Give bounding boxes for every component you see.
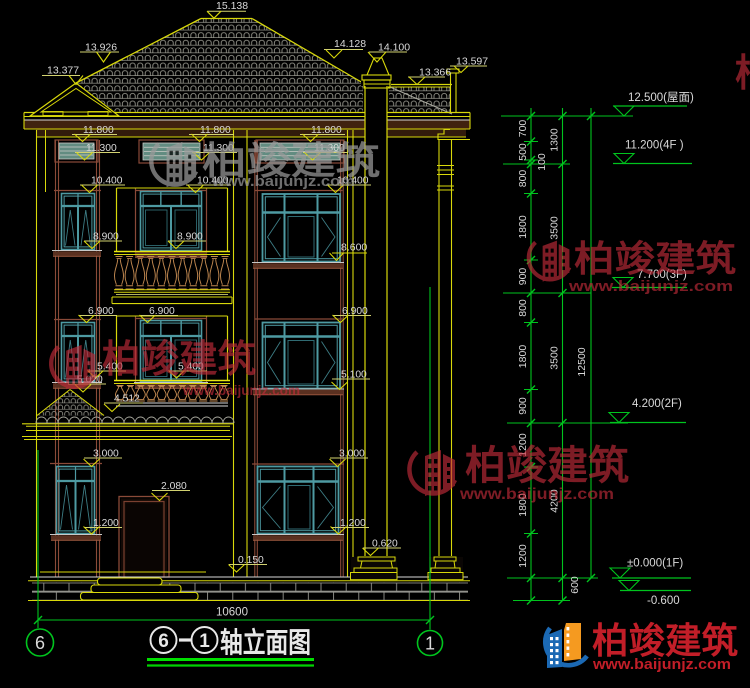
svg-text:11.800: 11.800 xyxy=(83,125,114,136)
svg-text:10600: 10600 xyxy=(216,607,248,619)
svg-text:4.512: 4.512 xyxy=(114,394,140,405)
svg-text:±0.000(1F): ±0.000(1F) xyxy=(627,558,683,570)
svg-text:500: 500 xyxy=(517,143,529,161)
svg-text:13.366: 13.366 xyxy=(419,67,451,79)
svg-text:900: 900 xyxy=(517,268,529,286)
svg-text:8.600: 8.600 xyxy=(341,242,367,254)
svg-text:0.150: 0.150 xyxy=(238,555,264,566)
svg-text:14.128: 14.128 xyxy=(334,38,366,50)
svg-text:3500: 3500 xyxy=(549,346,561,370)
svg-text:1200: 1200 xyxy=(517,433,529,457)
svg-text:柏竣建筑: 柏竣建筑 xyxy=(465,444,629,488)
svg-text:6.900: 6.900 xyxy=(149,306,175,317)
svg-text:1: 1 xyxy=(199,631,210,652)
svg-text:www.baijunjz.com: www.baijunjz.com xyxy=(459,486,614,503)
svg-text:12.500(屋面): 12.500(屋面) xyxy=(628,91,694,104)
svg-text:5.400: 5.400 xyxy=(97,362,123,373)
svg-text:7.700(3F): 7.700(3F) xyxy=(637,269,687,281)
svg-text:柏竣建筑: 柏竣建筑 xyxy=(102,339,256,381)
svg-text:600: 600 xyxy=(569,576,581,594)
svg-text:11.200(4F ): 11.200(4F ) xyxy=(625,140,684,152)
svg-text:10.400: 10.400 xyxy=(337,176,369,187)
svg-text:1300: 1300 xyxy=(549,128,561,152)
svg-text:6.900: 6.900 xyxy=(88,306,114,317)
svg-text:8.900: 8.900 xyxy=(93,232,119,243)
svg-text:11.300: 11.300 xyxy=(203,143,234,154)
svg-text:13.926: 13.926 xyxy=(85,42,117,54)
svg-text:1.200: 1.200 xyxy=(340,518,366,529)
svg-text:柏: 柏 xyxy=(735,53,750,95)
svg-text:14.100: 14.100 xyxy=(378,42,410,54)
svg-text:15.138: 15.138 xyxy=(216,0,248,12)
svg-text:www.baijunjz.com: www.baijunjz.com xyxy=(568,278,733,295)
svg-text:10.400: 10.400 xyxy=(91,176,123,187)
svg-text:1800: 1800 xyxy=(517,345,529,369)
svg-text:柏竣建筑: 柏竣建筑 xyxy=(592,620,738,661)
svg-text:6: 6 xyxy=(158,631,169,652)
svg-text:3500: 3500 xyxy=(549,216,561,240)
svg-text:11.800: 11.800 xyxy=(200,125,231,136)
svg-text:www.baijunjz.com: www.baijunjz.com xyxy=(211,173,355,190)
svg-text:800: 800 xyxy=(517,170,529,188)
svg-text:900: 900 xyxy=(517,397,529,415)
svg-text:1200: 1200 xyxy=(517,544,529,568)
svg-text:柏竣建筑: 柏竣建筑 xyxy=(574,238,736,279)
svg-text:0.620: 0.620 xyxy=(372,539,398,550)
svg-text:1800: 1800 xyxy=(517,493,529,517)
svg-text:www.baijunjz.com: www.baijunjz.com xyxy=(182,382,300,398)
svg-text:13.377: 13.377 xyxy=(47,65,79,77)
svg-text:11.800: 11.800 xyxy=(311,125,342,136)
svg-text:4.200(2F): 4.200(2F) xyxy=(632,398,682,410)
svg-text:800: 800 xyxy=(517,299,529,317)
svg-text:11.300: 11.300 xyxy=(314,143,345,154)
svg-text:4200: 4200 xyxy=(549,489,561,513)
svg-text:10.400: 10.400 xyxy=(197,176,229,187)
svg-text:-0.600: -0.600 xyxy=(647,595,680,607)
svg-text:1: 1 xyxy=(425,634,435,654)
svg-text:700: 700 xyxy=(517,120,529,138)
svg-text:柏竣建筑: 柏竣建筑 xyxy=(202,141,380,183)
svg-text:100: 100 xyxy=(536,153,548,171)
svg-text:2.080: 2.080 xyxy=(161,481,187,492)
svg-text:轴立面图: 轴立面图 xyxy=(220,626,311,658)
svg-text:www.baijunjz.com: www.baijunjz.com xyxy=(592,656,731,673)
svg-text:3.000: 3.000 xyxy=(93,449,119,460)
svg-text:12500: 12500 xyxy=(576,347,588,376)
svg-text:1800: 1800 xyxy=(517,215,529,239)
svg-text:6: 6 xyxy=(35,633,45,653)
svg-text:11.300: 11.300 xyxy=(86,143,117,154)
svg-text:6.900: 6.900 xyxy=(342,306,368,317)
svg-text:13.597: 13.597 xyxy=(456,56,488,68)
svg-text:5.400: 5.400 xyxy=(178,362,204,373)
svg-text:8.900: 8.900 xyxy=(177,232,203,243)
svg-text:1.200: 1.200 xyxy=(93,518,119,529)
svg-text:3.000: 3.000 xyxy=(339,449,365,460)
svg-text:5.100: 5.100 xyxy=(341,370,367,381)
